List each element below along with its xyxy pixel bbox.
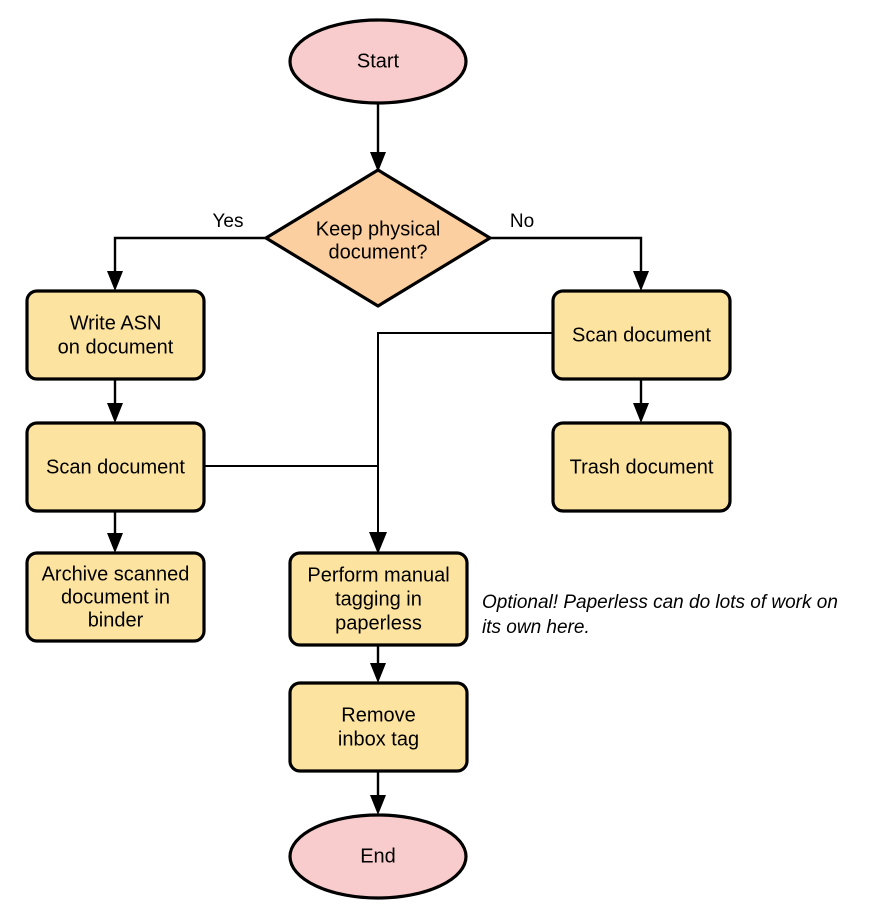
annotation-optional-note: Optional! Paperless can do lots of work … bbox=[482, 592, 838, 638]
archive-label-line2: document in bbox=[61, 586, 170, 608]
edge-decision-yes-to-write-asn bbox=[107, 236, 266, 291]
node-archive-scanned-document[interactable]: Archive scanned document in binder bbox=[25, 551, 206, 643]
node-end[interactable]: End bbox=[288, 813, 468, 900]
archive-label-line3: binder bbox=[88, 609, 144, 631]
edge-label-no: No bbox=[510, 211, 534, 232]
edge-start-to-decision bbox=[370, 103, 386, 172]
manual-tagging-box-shape bbox=[288, 551, 469, 647]
remove-inbox-label-line2: inbox tag bbox=[338, 728, 419, 750]
decision-label-line1: Keep physical bbox=[316, 218, 441, 240]
node-remove-inbox-tag[interactable]: Remove inbox tag bbox=[288, 681, 469, 773]
archive-box-shape bbox=[25, 551, 206, 643]
node-scan-document-left[interactable]: Scan document bbox=[25, 421, 206, 513]
edge-remove-inbox-to-end bbox=[370, 771, 386, 815]
optional-note-line2: its own here. bbox=[482, 617, 590, 638]
decision-label-line2: document? bbox=[329, 241, 428, 263]
end-label: End bbox=[360, 845, 396, 867]
archive-label-line1: Archive scanned bbox=[42, 563, 190, 585]
edge-scan-right-to-manual-tagging bbox=[369, 332, 553, 554]
start-label: Start bbox=[357, 50, 400, 72]
remove-inbox-box-shape bbox=[288, 681, 469, 773]
optional-note-line1: Optional! Paperless can do lots of work … bbox=[482, 592, 838, 613]
manual-tagging-label-line1: Perform manual bbox=[307, 564, 449, 586]
scan-document-left-label: Scan document bbox=[46, 456, 185, 478]
end-ellipse-shape bbox=[288, 813, 468, 900]
manual-tagging-label-line2: tagging in bbox=[335, 588, 422, 610]
scan-document-left-box-shape bbox=[25, 421, 206, 513]
edge-label-yes: Yes bbox=[213, 211, 244, 232]
edge-scan-right-to-trash bbox=[633, 379, 649, 423]
manual-tagging-label-line3: paperless bbox=[335, 612, 422, 634]
write-asn-label-line2: on document bbox=[58, 336, 174, 358]
node-trash-document[interactable]: Trash document bbox=[551, 421, 732, 513]
decision-diamond-shape bbox=[264, 168, 492, 308]
start-ellipse-shape bbox=[288, 18, 468, 105]
edge-write-asn-to-scan-left bbox=[107, 379, 123, 423]
remove-inbox-label-line1: Remove bbox=[341, 704, 415, 726]
trash-document-label: Trash document bbox=[570, 456, 714, 478]
scan-document-right-box-shape bbox=[551, 289, 732, 381]
node-perform-manual-tagging[interactable]: Perform manual tagging in paperless bbox=[288, 551, 469, 647]
edge-manual-tagging-to-remove-inbox bbox=[370, 645, 386, 683]
node-start[interactable]: Start bbox=[288, 18, 468, 105]
edge-scan-left-to-archive bbox=[107, 511, 123, 553]
scan-document-right-label: Scan document bbox=[572, 324, 711, 346]
write-asn-label-line1: Write ASN bbox=[70, 312, 162, 334]
node-write-asn-on-document[interactable]: Write ASN on document bbox=[25, 289, 206, 381]
node-scan-document-right[interactable]: Scan document bbox=[551, 289, 732, 381]
trash-document-box-shape bbox=[551, 421, 732, 513]
edge-decision-no-to-scan-right bbox=[490, 236, 649, 291]
node-decision-keep-physical-document[interactable]: Keep physical document? bbox=[264, 168, 492, 308]
write-asn-box-shape bbox=[25, 289, 206, 381]
